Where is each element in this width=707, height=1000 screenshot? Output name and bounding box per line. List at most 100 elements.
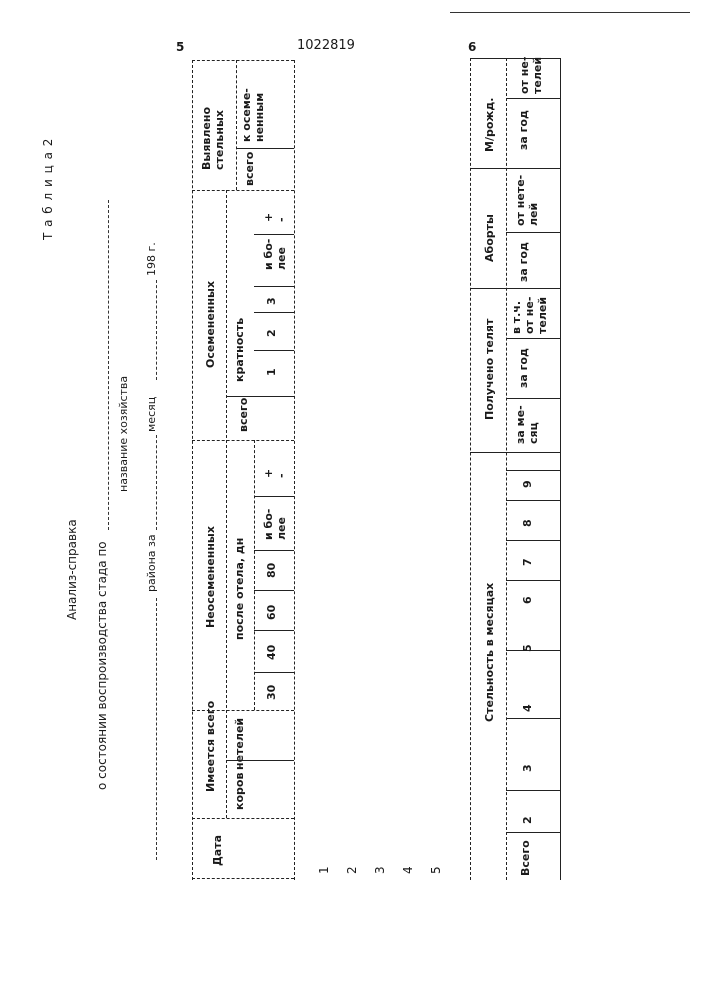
- bottom-sub-header-line: [506, 58, 507, 880]
- top-sep-total: [226, 396, 294, 397]
- col-pregnancy-months: Стельность в месяцах: [484, 583, 495, 722]
- top-sep-60: [254, 590, 294, 591]
- farm-name-line: [108, 200, 109, 530]
- bottom-sep-m8: [506, 470, 560, 471]
- top-table-top-border: [192, 60, 294, 61]
- top-sep-m3: [254, 286, 294, 287]
- bottom-table-left-border: [470, 58, 471, 880]
- bottom-sep-abortions: [470, 168, 560, 169]
- form-title: Анализ-справка: [66, 519, 78, 620]
- still-from-heifers: от не- телей: [518, 57, 544, 94]
- district-label: района за: [146, 534, 157, 592]
- pregnant-to-inseminated: к осеме- ненным: [240, 88, 266, 142]
- insem-multiplicity: кратность: [234, 318, 245, 382]
- district-line: [156, 598, 157, 860]
- col-abortions: Аборты: [484, 214, 495, 262]
- col-not-inseminated: Неосемененных: [205, 526, 216, 628]
- top-sep-40: [254, 630, 294, 631]
- preg-month-9: 9: [522, 480, 533, 488]
- top-sep-m1: [254, 350, 294, 351]
- year-label: 198 г.: [146, 242, 157, 276]
- insem-plus-minus: + -: [262, 213, 288, 222]
- abort-per-year: за год: [518, 242, 529, 282]
- row-number-5: 5: [430, 866, 442, 874]
- col-after-calving: после отела, дн: [234, 538, 245, 640]
- day-30: 30: [266, 685, 277, 700]
- insem-total: всего: [238, 398, 249, 432]
- still-per-year: за год: [518, 110, 529, 150]
- day-60: 60: [266, 605, 277, 620]
- top-sep-more: [254, 496, 294, 497]
- top-sep-insem: [192, 190, 294, 191]
- top-table-right-border: [294, 60, 295, 880]
- top-sep-notinsem: [192, 440, 294, 441]
- left-page-number: 5: [176, 40, 184, 54]
- preg-month-7: 7: [522, 558, 533, 566]
- mult-3: 3: [266, 297, 277, 305]
- col-detected-pregnant: Выявлено стельных: [200, 98, 226, 170]
- pregnant-total: всего: [244, 152, 255, 186]
- top-sep-pregnant-total: [236, 148, 294, 149]
- bottom-sep-m5: [506, 580, 560, 581]
- month-line-b: [156, 280, 157, 380]
- top-sep-more2: [254, 234, 294, 235]
- month-line-a: [156, 435, 157, 530]
- preg-month-3: 3: [522, 764, 533, 772]
- bottom-sep-still-year: [506, 98, 560, 99]
- form-subtitle: о состоянии воспроизводства стада по: [96, 541, 108, 790]
- row-number-2: 2: [346, 866, 358, 874]
- col-stillborn: М/рожд.: [484, 98, 495, 152]
- insem-more: и бо- лее: [262, 239, 288, 270]
- month-label: месяц: [146, 397, 157, 432]
- bottom-table-top-border: [470, 58, 560, 59]
- bottom-sep-pregnancy: [470, 452, 560, 453]
- calves-per-year: за год: [518, 348, 529, 388]
- calves-per-month: за ме- сяц: [514, 405, 540, 444]
- table-label: Т а б л и ц а 2: [42, 138, 54, 240]
- bottom-table-right-border: [560, 58, 561, 880]
- day-80: 80: [266, 563, 277, 578]
- farm-name-label: название хозяйства: [118, 376, 129, 492]
- top-sep-80: [254, 550, 294, 551]
- preg-month-8: 8: [522, 519, 533, 527]
- col-cows: коров: [234, 773, 245, 810]
- col-heifers: нетелей: [234, 718, 245, 770]
- top-sep-date: [192, 818, 294, 819]
- top-table-bottom-border: [192, 878, 294, 879]
- preg-total: Всего: [520, 840, 531, 876]
- col-calves-received: Получено телят: [484, 319, 495, 420]
- bottom-sep-m6: [506, 540, 560, 541]
- bottom-sep-m3: [506, 718, 560, 719]
- abort-from-heifers: от нете- лей: [514, 175, 540, 226]
- right-page-number: 6: [468, 40, 476, 54]
- bottom-sep-abort-year: [506, 232, 560, 233]
- preg-month-2: 2: [522, 816, 533, 824]
- top-table-left-border: [192, 60, 193, 880]
- top-sep-m2: [254, 312, 294, 313]
- row-number-4: 4: [402, 866, 414, 874]
- preg-month-5: 5: [522, 644, 533, 652]
- top-sub-header-line-3: [236, 60, 237, 190]
- top-rule: [450, 12, 690, 13]
- not-insem-plus-minus: + -: [262, 469, 288, 478]
- patent-number: 1022819: [297, 38, 355, 53]
- col-inseminated: Осемененных: [205, 281, 216, 368]
- top-sep-30: [254, 672, 294, 673]
- preg-month-4: 4: [522, 704, 533, 712]
- bottom-sep-permonth: [506, 398, 560, 399]
- row-number-1: 1: [318, 866, 330, 874]
- day-40: 40: [266, 645, 277, 660]
- col-available-total: Имеется всего: [205, 701, 216, 792]
- mult-1: 1: [266, 368, 277, 376]
- bottom-sep-total: [506, 832, 560, 833]
- row-number-3: 3: [374, 866, 386, 874]
- top-sub-header-line: [226, 190, 227, 818]
- bottom-sep-peryear: [506, 338, 560, 339]
- day-more: и бо- лее: [262, 509, 288, 540]
- top-sub-header-line-2: [254, 440, 255, 710]
- mult-2: 2: [266, 329, 277, 337]
- calves-incl-heifers: в т.ч. от не- телей: [510, 297, 550, 334]
- bottom-sep-m2: [506, 790, 560, 791]
- col-date: Дата: [212, 835, 223, 866]
- bottom-sep-m7: [506, 500, 560, 501]
